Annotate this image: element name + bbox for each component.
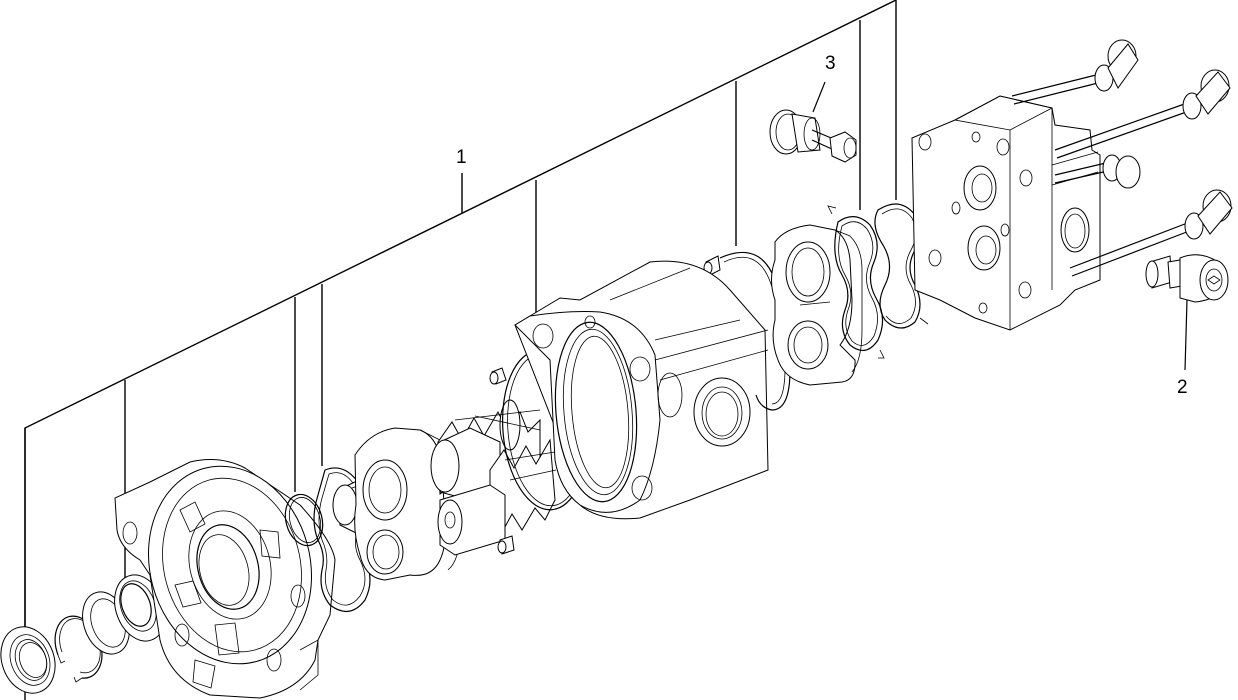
rear-cover [911, 95, 1101, 331]
callout-3-label: 3 [825, 53, 836, 74]
driven-gear [437, 438, 557, 556]
callout-2-label: 2 [1177, 377, 1188, 398]
plug [769, 81, 857, 163]
relief-valve [1145, 254, 1229, 371]
bearing-block-rear [771, 224, 863, 386]
callout-1-leader [24, 0, 897, 700]
shaft-seal [0, 626, 56, 694]
o-ring-front [284, 493, 324, 547]
wear-plate-gasket-rear [827, 205, 885, 359]
front-mounting-flange [114, 459, 336, 699]
dowel-pins [489, 255, 721, 555]
tie-bolts [1011, 39, 1233, 277]
gear-housing [514, 260, 769, 520]
callout-1-label: 1 [456, 147, 467, 168]
